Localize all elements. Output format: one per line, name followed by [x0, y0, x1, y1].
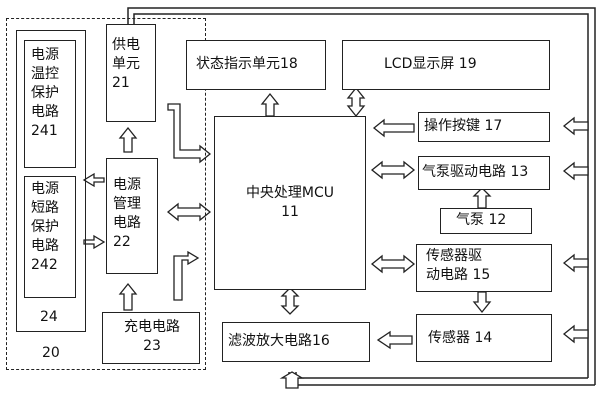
power-temp-protect-block [24, 40, 76, 168]
sensor-drive-label: 传感器驱 动电路 15 [426, 248, 491, 283]
power-supply-block [106, 24, 156, 122]
power-temp-protect-label: 电源 温控 保护 电路 241 [31, 47, 59, 139]
status-indicator-block [186, 40, 326, 90]
pump-drive-block [418, 156, 550, 190]
sensor-label: 传感器 14 [428, 330, 493, 346]
mcu-label: 中央处理MCU 11 [245, 185, 335, 220]
sensor-block [416, 314, 552, 362]
filter-input-arrow [279, 371, 305, 389]
pump-label: 气泵 12 [456, 212, 507, 228]
filter-amp-block [222, 322, 370, 362]
lcd-block [342, 40, 550, 90]
power-mgmt-label: 电源 管理 电路 22 [113, 177, 141, 250]
internal-arrows [82, 86, 492, 350]
charge-block [102, 312, 200, 364]
keys-block [418, 112, 550, 142]
pump-drive-label: 气泵驱动电路 13 [422, 164, 529, 180]
pump-block [440, 208, 532, 234]
sensor-drive-block [416, 244, 552, 292]
charge-label: 充电电路 23 [124, 319, 180, 354]
keys-label: 操作按键 17 [424, 118, 503, 134]
filter-amp-label: 滤波放大电路16 [228, 333, 330, 349]
right-bus-arrows [562, 116, 589, 344]
mcu-block [214, 116, 366, 290]
lcd-label: LCD显示屏 19 [384, 56, 477, 72]
power-system-border [6, 18, 206, 370]
power-mgmt-block [106, 158, 158, 274]
power-short-protect-block [24, 176, 76, 298]
protection-group-label: 24 [40, 309, 58, 325]
power-short-protect-label: 电源 短路 保护 电路 242 [31, 181, 59, 273]
power-system-label: 20 [42, 345, 60, 361]
power-supply-label: 供电 单元 21 [112, 37, 140, 91]
status-indicator-label: 状态指示单元18 [196, 56, 298, 72]
protection-group-border [16, 30, 86, 332]
